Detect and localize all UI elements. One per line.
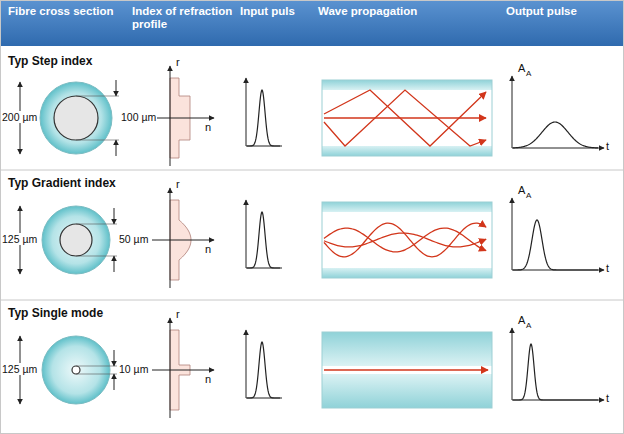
extension-line	[76, 96, 119, 97]
cladding-band	[322, 146, 492, 156]
fibre-core	[322, 366, 492, 374]
axis	[512, 198, 513, 270]
row-separator	[0, 300, 624, 301]
axis-label: n	[205, 373, 211, 386]
axis-r	[170, 188, 171, 288]
cladding-band	[322, 268, 492, 278]
fibre-outline	[322, 332, 492, 408]
input-pulse	[247, 212, 280, 268]
axis-r	[170, 318, 171, 418]
input-pulse	[247, 342, 280, 398]
light-ray	[324, 233, 486, 247]
cladding-band	[322, 80, 492, 90]
axis-label: t	[606, 140, 609, 153]
axis	[512, 76, 513, 148]
fibre-core	[322, 202, 492, 278]
column-header: Index of refraction profile	[132, 5, 236, 31]
fibre-row	[20, 188, 604, 288]
core-circle	[72, 366, 80, 374]
axis-label: A	[518, 62, 525, 75]
dimension-label: 10 µm	[118, 363, 149, 375]
light-ray	[324, 90, 486, 146]
extension-line	[76, 366, 117, 367]
dimension-line	[114, 208, 115, 224]
fibre-outline	[322, 202, 492, 278]
axis-n	[152, 118, 214, 119]
row-title: Typ Gradient index	[8, 177, 116, 191]
dimension-line	[114, 256, 115, 272]
fibre-outline	[322, 80, 492, 156]
extension-line	[76, 140, 119, 141]
row-title: Typ Single mode	[8, 307, 103, 321]
extension-line	[76, 224, 117, 225]
fibre-section	[322, 332, 492, 408]
axis-n	[152, 370, 214, 371]
axis	[246, 200, 247, 268]
core-circle	[60, 224, 92, 256]
row-separator	[0, 170, 624, 171]
axis-subscript: A	[526, 69, 531, 78]
cladding-circle	[40, 82, 112, 154]
axis-label: r	[176, 56, 180, 69]
column-header: Output pulse	[506, 5, 616, 18]
axis-subscript: A	[526, 191, 531, 200]
axis-label: n	[205, 243, 211, 256]
extension-line	[76, 374, 117, 375]
axis-label: t	[606, 392, 609, 405]
axis-r	[170, 66, 171, 166]
light-ray	[324, 228, 486, 252]
axis-label: A	[518, 184, 525, 197]
dimension-line	[114, 350, 115, 366]
row-title: Typ Step index	[8, 55, 92, 69]
extension-line	[76, 256, 117, 257]
axis-label: n	[205, 121, 211, 134]
output-pulse	[513, 220, 598, 270]
axis-subscript: A	[526, 321, 531, 330]
cladding-circle	[42, 206, 110, 274]
core-circle	[54, 96, 98, 140]
axis-label: r	[176, 178, 180, 191]
dimension-label: 50 µm	[118, 233, 149, 245]
dimension-line	[116, 140, 117, 156]
cladding-band	[322, 202, 492, 212]
dimension-line	[116, 80, 117, 96]
dimension-label: 125 µm	[1, 363, 38, 375]
fibre-core	[322, 80, 492, 156]
cladding-circle	[42, 336, 110, 404]
input-pulse	[247, 90, 280, 146]
dimension-label: 125 µm	[1, 233, 38, 245]
light-ray	[324, 90, 486, 146]
light-ray	[324, 369, 488, 370]
axis-label: r	[176, 308, 180, 321]
header-band	[0, 0, 624, 46]
axis	[512, 328, 513, 400]
fibre-row	[20, 318, 604, 418]
axis-n	[152, 240, 214, 241]
dimension-label: 100 µm	[120, 111, 157, 123]
fibre-row	[20, 66, 604, 166]
column-header: Input puls	[240, 5, 300, 18]
dimension-label: 200 µm	[1, 111, 38, 123]
light-ray	[324, 223, 486, 257]
axis	[246, 330, 247, 398]
axis-label: A	[518, 314, 525, 327]
output-pulse	[513, 122, 598, 148]
output-pulse	[513, 344, 598, 400]
light-ray	[324, 117, 486, 118]
column-header: Fibre cross section	[8, 5, 126, 18]
column-header: Wave propagation	[318, 5, 468, 18]
axis-label: t	[606, 262, 609, 275]
dimension-line	[114, 374, 115, 390]
axis	[246, 78, 247, 146]
